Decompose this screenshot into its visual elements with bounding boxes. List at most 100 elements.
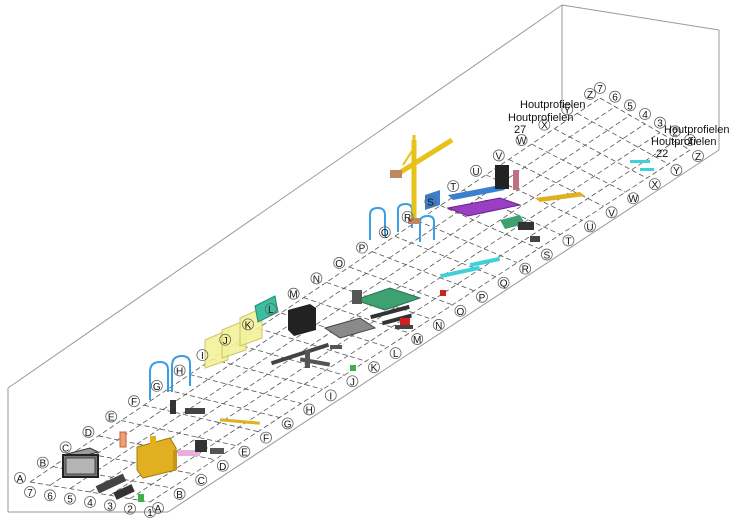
bounding-box-frame <box>7 4 720 513</box>
gridline-longitudinal <box>69 115 631 489</box>
gridline-transverse <box>143 404 259 432</box>
gridline-label-bubble <box>356 241 368 254</box>
gridline-label: U <box>586 222 593 233</box>
frame-edge <box>167 149 720 513</box>
gridline-label-bubble <box>605 206 618 219</box>
gridline-longitudinal <box>149 149 691 503</box>
gridline-label: X <box>651 180 658 191</box>
gridline-label: L <box>393 349 399 360</box>
gridline-label-bubble <box>389 347 402 360</box>
dark-beam <box>330 345 342 349</box>
dark-column <box>170 400 176 414</box>
gridline-transverse <box>577 113 669 165</box>
gridline-label-bubble <box>195 473 208 486</box>
gridline-label: E <box>108 413 115 424</box>
gridline-label-bubble <box>432 319 445 331</box>
annotation-houtprofielen: Houtprofielen <box>520 99 585 111</box>
dark-beam <box>95 473 127 494</box>
structural-grid-transverse <box>29 97 691 503</box>
gridline-label-bubble <box>627 192 640 205</box>
green-block <box>350 365 356 371</box>
gridline-label: Q <box>381 228 389 239</box>
gridline-label-bubble <box>515 134 528 146</box>
gridline-label-bubble <box>411 333 424 345</box>
gridline-label: D <box>85 428 92 439</box>
gridline-label-bubble <box>584 220 596 233</box>
gridline-transverse <box>212 358 323 390</box>
gridline-label-bubble <box>260 431 272 444</box>
blue-beam <box>448 185 505 200</box>
gridline-label: Y <box>564 105 571 116</box>
gridline-transverse <box>440 205 539 249</box>
gridline-label-bubble <box>561 103 574 116</box>
gridline-label-bubble <box>333 257 346 269</box>
grid-number-label: 6 <box>47 491 53 502</box>
grid-number-label-bubble <box>639 108 651 120</box>
gridline-label: V <box>495 151 502 162</box>
dark-volume <box>270 304 377 368</box>
grid-number-label: 2 <box>127 505 133 516</box>
gridline-label: N <box>313 274 320 285</box>
gridline-label: W <box>628 194 638 205</box>
yellow-beam <box>219 418 261 425</box>
gridline-label-bubble <box>196 349 209 362</box>
gridline-label: Z <box>695 152 701 163</box>
gridline-label: P <box>359 244 366 255</box>
gridline-label-bubble <box>346 375 359 388</box>
gridline-label: N <box>435 321 442 332</box>
gridline-label-bubble <box>238 445 251 458</box>
dark-beam <box>185 408 205 414</box>
gridline-label: V <box>608 208 615 219</box>
dark-block <box>210 448 224 454</box>
grid-number-label: 5 <box>627 101 633 112</box>
gridline-label: W <box>517 136 527 147</box>
gridline-label: I <box>329 391 332 402</box>
red-marker <box>440 290 446 296</box>
gridline-label: K <box>371 363 378 374</box>
gridline-label: R <box>404 213 411 224</box>
pink-column <box>513 170 519 190</box>
frame-edge <box>7 4 563 389</box>
gridline-label: Q <box>500 279 508 290</box>
cyan-beam <box>630 160 650 163</box>
annotation-number: 27 <box>514 124 526 136</box>
gridline-transverse <box>349 266 453 306</box>
grid-number-label: 5 <box>67 495 73 506</box>
gridline-label-bubble <box>242 318 254 331</box>
annotation-number: 22 <box>656 148 668 160</box>
gridline-transverse <box>257 328 367 362</box>
gridline-label-bubble <box>216 459 229 472</box>
grid-number-label-bubble <box>104 499 116 512</box>
grid-number-label: 1 <box>687 136 693 147</box>
gridline-transverse <box>235 343 345 376</box>
gridline-label: T <box>565 236 571 247</box>
gridline-label: Z <box>587 90 593 101</box>
crane-base <box>408 218 420 224</box>
blue-panel <box>425 190 440 210</box>
container-box <box>61 447 100 478</box>
gridline-label: L <box>268 305 274 316</box>
grid-number-label: 2 <box>672 127 678 138</box>
dark-block <box>518 222 534 230</box>
gridline-label: T <box>450 182 456 193</box>
gridline-transverse <box>166 389 280 418</box>
gridline-label-bubble <box>14 472 26 484</box>
gridline-transverse <box>189 374 302 404</box>
gridline-label-bubble <box>219 333 232 346</box>
gridline-label-bubble <box>447 180 460 193</box>
gridline-label-bubble <box>540 248 553 261</box>
gridline-label-bubble <box>82 426 95 438</box>
gridline-transverse <box>531 143 626 193</box>
gridline-label: G <box>153 382 161 393</box>
glass-panels <box>204 307 263 369</box>
grid-number-label-bubble <box>669 125 681 138</box>
model-objects <box>61 135 654 502</box>
gridline-label: O <box>335 259 343 270</box>
gridline-label: Y <box>673 166 680 177</box>
gridline-label: A <box>17 474 24 485</box>
grid-number-label: 4 <box>642 110 648 121</box>
crane-counterweight <box>390 170 402 178</box>
pink-slab <box>178 450 200 456</box>
